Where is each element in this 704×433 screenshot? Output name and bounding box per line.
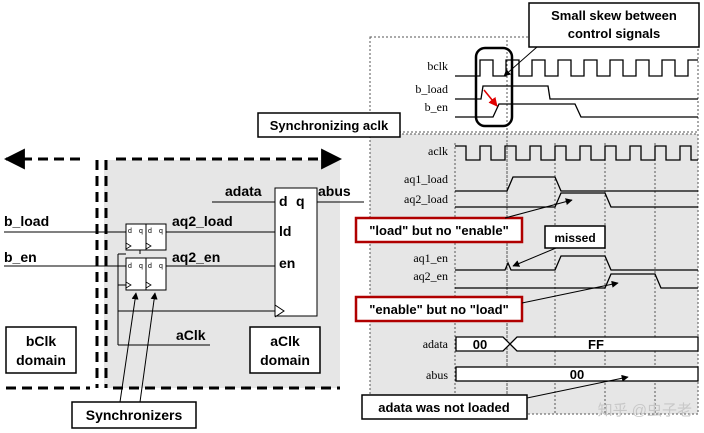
svg-text:aClk: aClk [270,333,300,349]
aq2-en-label: aq2_en [172,249,220,265]
sync-aclk-callout [257,112,401,138]
load-no-enable-arrow [504,198,573,219]
timing-label-abus: abus [426,368,448,382]
sync-aclk-callout-label: Synchronizing aclk [270,118,389,133]
timing-label-bclk: bclk [427,59,448,73]
missed-arrow [512,247,557,267]
adata-not-loaded-callout [361,394,528,420]
synchronizers-callout [71,401,197,429]
svg-text:d: d [128,228,132,235]
missed-callout [544,225,606,249]
svg-text:domain: domain [260,352,310,368]
enable-no-load-arrow [521,280,619,304]
waveform-aq1-load [455,176,698,192]
synchronizers-arrow-2 [139,292,158,403]
synchronizer-load-ff1: d q [125,223,147,251]
aclk-domain-box: aClk domain [249,326,321,374]
timing-label-b-load: b_load [415,82,448,96]
register-ld-port: ld [279,223,291,239]
svg-text:q: q [159,263,163,270]
aq2-load-label: aq2_load [172,213,233,229]
svg-text:q: q [139,263,143,270]
synchronizer-en-ff1: d q [125,257,147,291]
skew-highlight-box [474,46,514,128]
synchronizers-arrow-1 [119,292,139,403]
load-no-enable-callout [354,216,524,244]
abus-value: 00 [570,367,584,382]
skew-callout-line2: control signals [568,26,660,41]
synchronizer-load-ff2: d q [145,223,167,251]
timing-label-aq1-en: aq1_en [413,251,448,265]
waveform-adata [455,336,699,352]
watermark: 知乎 @虫子老 [598,402,692,419]
enable-no-load-callout [354,295,524,323]
timing-label-aq2-en: aq2_en [413,269,448,283]
skew-callout-arrow [503,46,538,77]
svg-text:q: q [159,228,163,235]
skew-red-arrow [483,89,498,107]
waveform-b-en [455,103,698,118]
timing-label-b-en: b_en [425,100,448,114]
adata-not-loaded-arrow [526,374,629,399]
register-en-port: en [279,255,295,271]
bclk-domain-box: bClk domain [5,326,77,374]
adata-input-label: adata [225,183,262,199]
timing-label-aclk: aclk [428,144,448,158]
svg-text:d: d [148,228,152,235]
synchronizers-label: Synchronizers [86,407,183,423]
svg-text:q: q [139,228,143,235]
waveform-aq1-en [455,255,698,271]
svg-text:domain: domain [16,352,66,368]
timing-label-aq1-load: aq1_load [404,172,448,186]
waveform-bclk [455,59,698,77]
load-no-enable-label: "load" but no "enable" [369,223,509,238]
waveform-aq2-load [455,192,698,208]
timing-label-adata: adata [423,337,449,351]
register-q-port: q [296,193,305,209]
adata-value-00: 00 [473,337,487,352]
b-en-input-label: b_en [4,249,37,265]
svg-text:d: d [148,263,152,270]
svg-text:bClk: bClk [26,333,57,349]
register-d-port: d [279,193,288,209]
b-load-input-label: b_load [4,213,49,229]
waveform-aq2-en [455,273,698,289]
waveform-aclk [455,145,698,161]
adata-not-loaded-label: adata was not loaded [378,400,510,415]
waveform-abus [455,366,699,382]
skew-callout-line1: Small skew between [551,8,677,23]
enable-no-load-label: "enable" but no "load" [369,302,509,317]
adata-value-ff: FF [588,337,604,352]
skew-callout [528,2,700,48]
svg-text:d: d [128,263,132,270]
bclk-timing-panel [369,36,699,133]
missed-label: missed [554,231,595,245]
synchronizer-en-ff2: d q [145,257,167,291]
abus-output-label: abus [318,183,351,199]
timing-label-aq2-load: aq2_load [404,192,448,206]
capture-register [274,187,318,317]
aclk-label: aClk [176,327,206,343]
register-clock-triangle [274,304,285,318]
